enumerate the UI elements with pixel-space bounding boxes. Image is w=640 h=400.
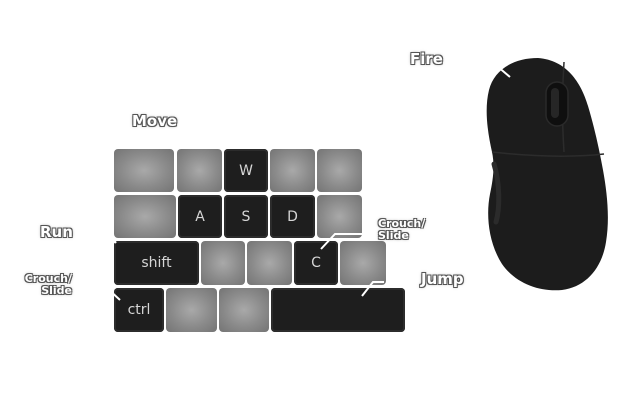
key-space[interactable] xyxy=(271,288,405,332)
key-ctrl-label: ctrl xyxy=(127,302,151,318)
key-blank-5 xyxy=(114,195,176,238)
key-d-label: D xyxy=(287,208,298,225)
scroll-wheel-highlight xyxy=(551,88,559,118)
key-blank-8 xyxy=(247,241,292,285)
fire-label: Fire xyxy=(410,50,443,68)
jump-label: Jump xyxy=(421,270,464,288)
crouch-label-left: Crouch/ Slide xyxy=(18,273,72,296)
side-buttons[interactable] xyxy=(491,161,502,225)
key-blank-3 xyxy=(270,149,315,192)
key-c[interactable]: C xyxy=(294,241,338,285)
key-d[interactable]: D xyxy=(270,195,315,238)
crouch-label-right: Crouch/ Slide xyxy=(378,218,425,241)
key-shift-label: shift xyxy=(141,255,172,271)
key-shift[interactable]: shift xyxy=(114,241,199,285)
key-blank-9 xyxy=(340,241,386,285)
key-blank-4 xyxy=(317,149,362,192)
mouse-body xyxy=(486,58,608,291)
key-blank-6 xyxy=(317,195,362,238)
crouch-left-line1: Crouch/ xyxy=(24,272,72,285)
mouse-icon[interactable] xyxy=(478,52,613,297)
key-blank-2 xyxy=(177,149,222,192)
key-w[interactable]: W xyxy=(224,149,268,192)
key-a[interactable]: A xyxy=(178,195,222,238)
key-blank-11 xyxy=(219,288,269,332)
crouch-right-line1: Crouch/ xyxy=(378,217,426,230)
crouch-left-line2: Slide xyxy=(41,283,72,297)
mouse-button-edge xyxy=(491,151,605,157)
key-ctrl[interactable]: ctrl xyxy=(114,288,164,332)
key-w-label: W xyxy=(239,162,253,179)
key-blank-1 xyxy=(114,149,174,192)
move-label: Move xyxy=(132,112,178,130)
key-s-label: S xyxy=(241,208,251,225)
key-a-label: A xyxy=(195,208,205,225)
key-blank-10 xyxy=(166,288,217,332)
crouch-right-line2: Slide xyxy=(378,228,409,242)
key-blank-7 xyxy=(201,241,245,285)
run-label: Run xyxy=(40,223,73,241)
key-s[interactable]: S xyxy=(224,195,268,238)
key-c-label: C xyxy=(311,255,321,271)
